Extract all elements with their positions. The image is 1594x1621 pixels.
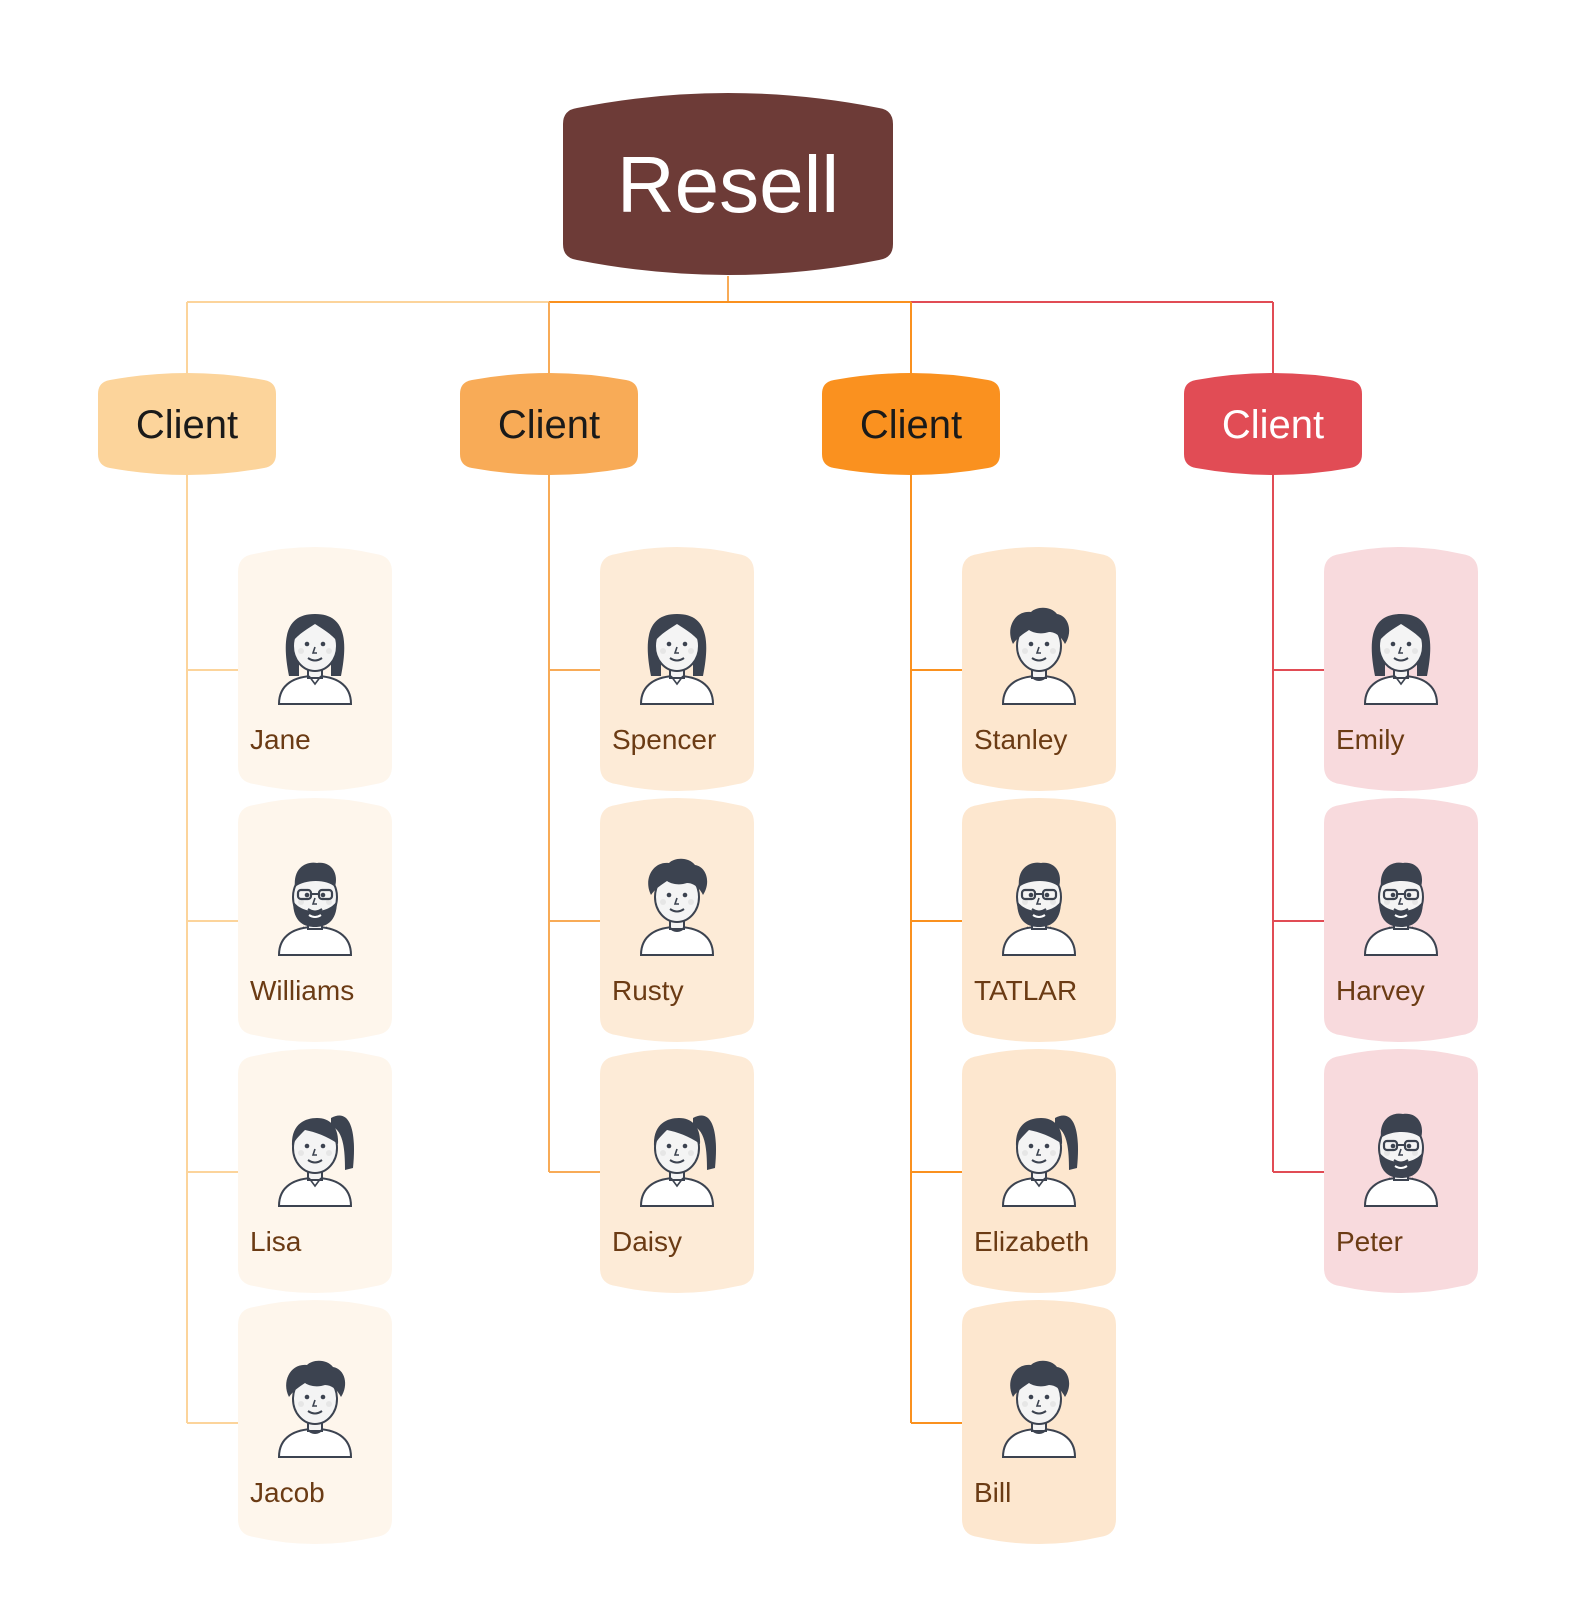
member-card: Harvey — [1324, 798, 1478, 1042]
member-card: Emily — [1324, 547, 1478, 791]
client-node: Client — [98, 373, 276, 475]
member-name: Jane — [250, 724, 311, 755]
member-name: Spencer — [612, 724, 716, 755]
woman-long-hair-avatar-icon — [641, 614, 713, 704]
connector-lines — [186, 276, 1324, 1424]
client-label: Client — [1222, 403, 1324, 447]
member-name: Daisy — [612, 1226, 682, 1257]
woman-long-hair-avatar-icon — [279, 614, 351, 704]
member-name: Peter — [1336, 1226, 1403, 1257]
member-name: Jacob — [250, 1477, 325, 1508]
member-card: Peter — [1324, 1049, 1478, 1293]
member-card: Stanley — [962, 547, 1116, 791]
client-label: Client — [498, 403, 600, 447]
member-card: Williams — [238, 798, 392, 1042]
client-node: Client — [1184, 373, 1362, 475]
member-card: Daisy — [600, 1049, 754, 1293]
member-card: Spencer — [600, 547, 754, 791]
member-name: Lisa — [250, 1226, 302, 1257]
client-label: Client — [860, 403, 962, 447]
member-name: Bill — [974, 1477, 1011, 1508]
member-name: Williams — [250, 975, 354, 1006]
member-name: TATLAR — [974, 975, 1077, 1006]
member-name: Elizabeth — [974, 1226, 1089, 1257]
woman-long-hair-avatar-icon — [1365, 614, 1437, 704]
root-node: Resell — [563, 93, 893, 275]
member-card: Elizabeth — [962, 1049, 1116, 1293]
member-card: Lisa — [238, 1049, 392, 1293]
member-name: Stanley — [974, 724, 1067, 755]
member-name: Rusty — [612, 975, 684, 1006]
root-label: Resell — [617, 140, 839, 229]
client-label: Client — [136, 403, 238, 447]
client-node: Client — [460, 373, 638, 475]
client-node: Client — [822, 373, 1000, 475]
member-card: Rusty — [600, 798, 754, 1042]
member-card: Jane — [238, 547, 392, 791]
member-card: TATLAR — [962, 798, 1116, 1042]
member-name: Emily — [1336, 724, 1404, 755]
member-name: Harvey — [1336, 975, 1425, 1006]
member-card: Bill — [962, 1300, 1116, 1544]
member-card: Jacob — [238, 1300, 392, 1544]
